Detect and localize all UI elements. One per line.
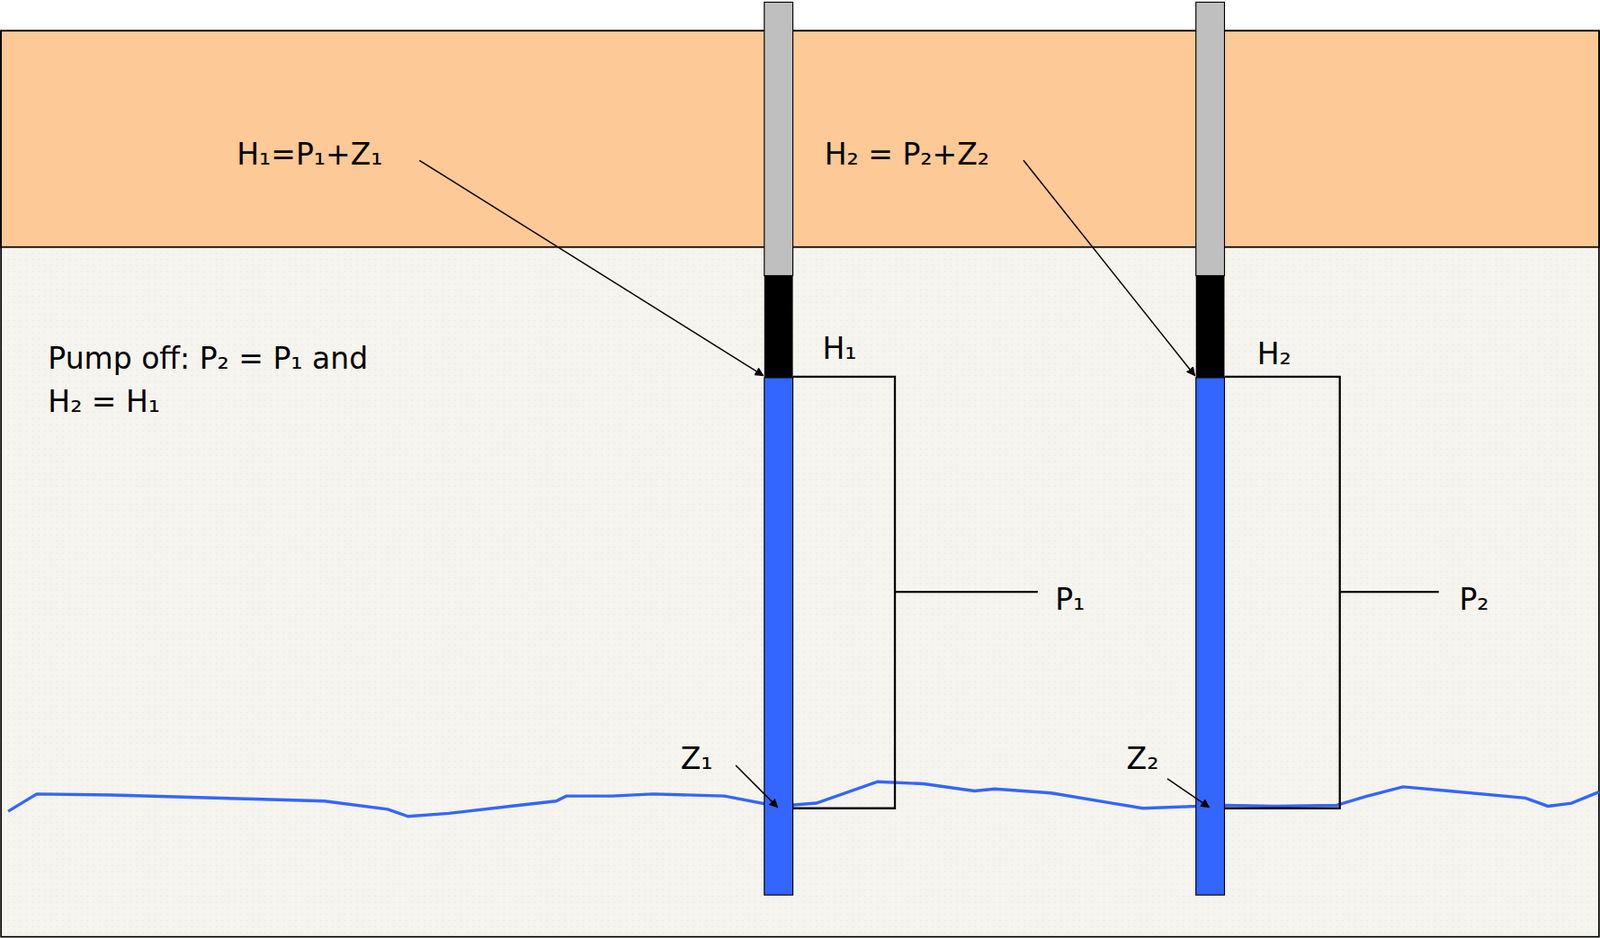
pressure-label: P₂ bbox=[1458, 578, 1489, 622]
elevation-label: Z₁ bbox=[680, 737, 714, 781]
pressure-brackets bbox=[793, 376, 1440, 809]
head-label: H₁ bbox=[822, 327, 857, 371]
piezometer-1 bbox=[764, 1, 794, 895]
leader-lines bbox=[419, 160, 1209, 807]
water-table bbox=[8, 781, 1600, 817]
head-equation: H₁=P₁+Z₁ bbox=[236, 134, 383, 178]
head-label: H₂ bbox=[1257, 332, 1292, 376]
pressure-label: P₁ bbox=[1054, 578, 1085, 622]
head-equation: H₂ = P₂+Z₂ bbox=[824, 134, 990, 178]
note: Pump off: P₂ = P₁ and H₂ = H₁ bbox=[47, 337, 390, 424]
surface-layer bbox=[0, 30, 1600, 248]
piezometer-2 bbox=[1196, 1, 1225, 895]
elevation-label: Z₂ bbox=[1126, 737, 1160, 781]
aquifer bbox=[0, 30, 1600, 937]
